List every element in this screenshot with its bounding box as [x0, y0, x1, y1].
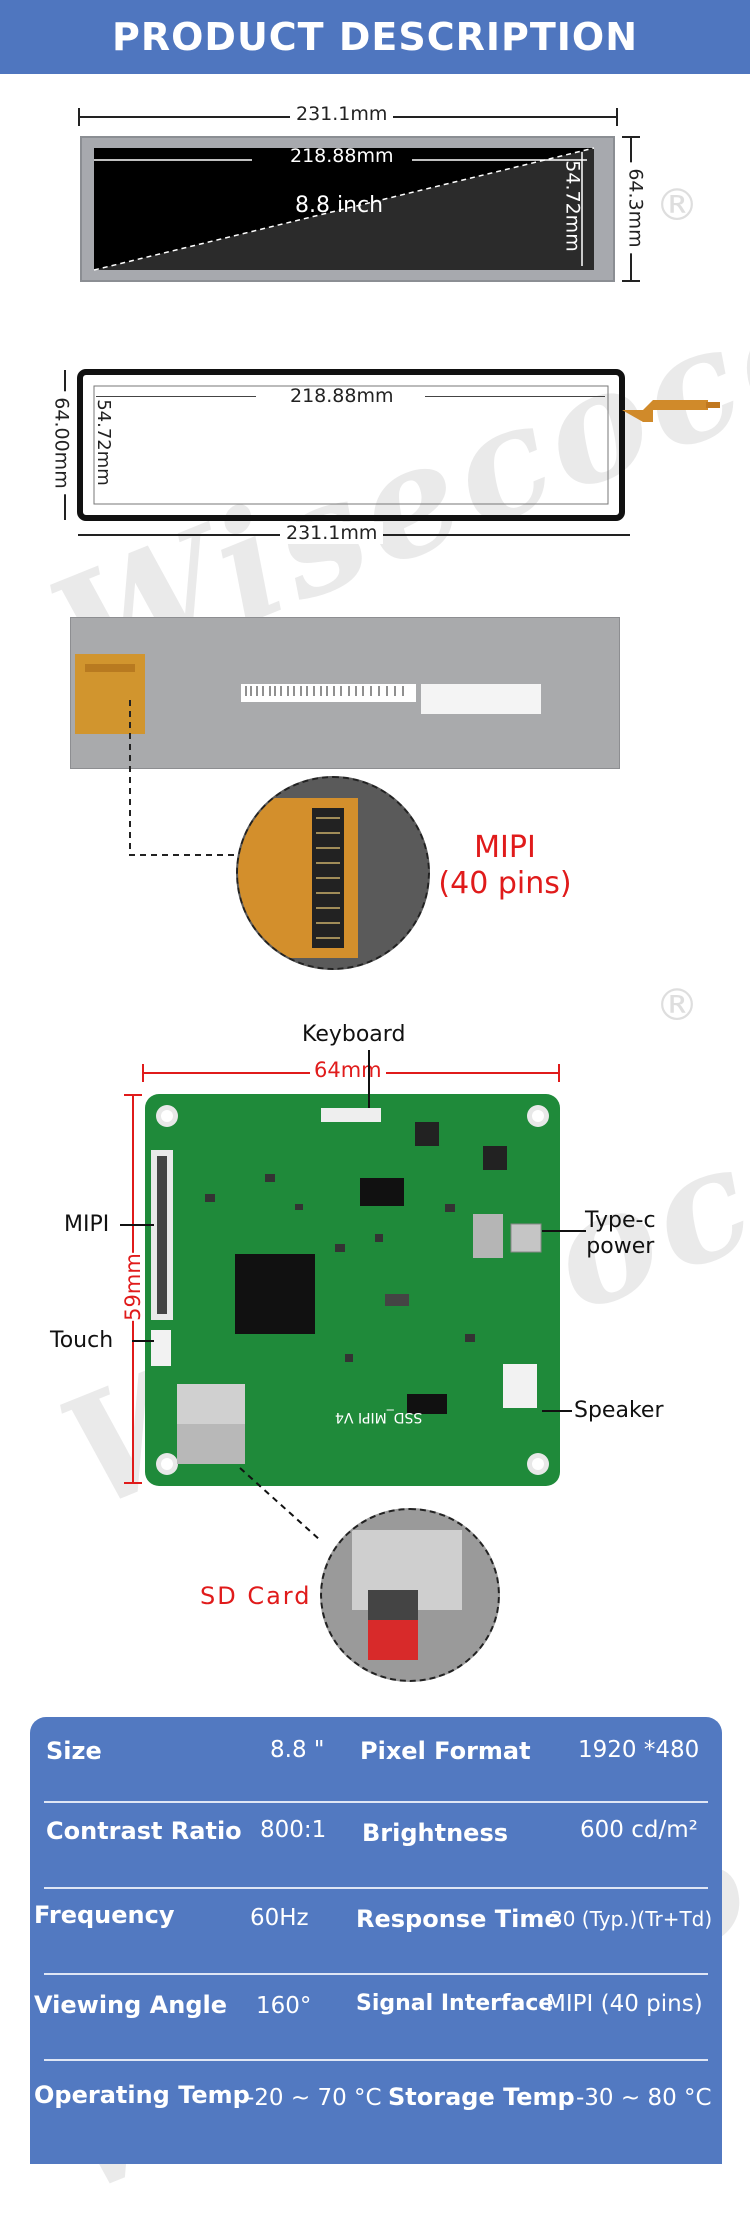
spec-key: Contrast Ratio [46, 1817, 242, 1845]
dimension-tick [616, 108, 618, 126]
spec-value: -20 ~ 70 °C [246, 2085, 382, 2111]
sdcard-label: SD Card [200, 1582, 312, 1610]
spec-row: Size 8.8 " Pixel Format 1920 *480 [30, 1717, 722, 1803]
spec-value: 600 cd/m² [580, 1817, 698, 1843]
row-divider [44, 1973, 708, 1975]
row-divider [44, 2059, 708, 2061]
spec-value: MIPI (40 pins) [546, 1991, 703, 2017]
spec-row: Contrast Ratio 800:1 Brightness 600 cd/m… [30, 1803, 722, 1889]
spec-row: Frequency 60Hz Response Time 30 (Typ.)(T… [30, 1889, 722, 1975]
spec-value: -30 ~ 80 °C [576, 2085, 712, 2111]
dimension-tick [622, 136, 640, 138]
spec-value: 30 (Typ.)(Tr+Td) [550, 1907, 713, 1931]
row-divider [44, 1887, 708, 1889]
spec-key: Viewing Angle [34, 1991, 228, 2019]
dimension-tick [78, 108, 80, 126]
page-title-banner: PRODUCT DESCRIPTION [0, 0, 750, 74]
spec-key: Brightness [362, 1819, 509, 1847]
dimension-tick [622, 280, 640, 282]
outer-width-label: 231.1mm [290, 103, 394, 125]
spec-key: Signal Interface [356, 1991, 554, 2016]
mipi-label: MIPI [64, 1212, 110, 1237]
active-width-label: 218.88mm [290, 145, 394, 167]
spec-key: Operating Temp [34, 2081, 250, 2109]
dimension-tick [558, 1064, 560, 1082]
keyboard-label: Keyboard [302, 1022, 406, 1047]
spec-key: Storage Temp [388, 2083, 575, 2111]
sdcard-callout-line [239, 1467, 321, 1541]
typec-label: Type-c power [585, 1208, 656, 1259]
active-width-label: 218.88mm [290, 385, 394, 407]
dimension-tick [124, 1482, 142, 1484]
speaker-pointer [542, 1410, 572, 1412]
lcd-back [70, 617, 620, 769]
spec-table: Size 8.8 " Pixel Format 1920 *480 Contra… [30, 1717, 722, 2164]
spec-value: 8.8 " [270, 1737, 325, 1763]
connector-zoom-art [238, 798, 358, 958]
dimension-tick [124, 1094, 142, 1096]
speaker-label: Speaker [574, 1398, 664, 1423]
touch-panel-art [77, 369, 720, 521]
dimension-line [96, 396, 256, 397]
connector-callout-line [129, 700, 240, 856]
dimension-tick [142, 1064, 144, 1082]
sdcard-zoom [320, 1508, 500, 1682]
outer-width-label: 231.1mm [280, 522, 384, 544]
lcd-panel [80, 136, 615, 282]
spec-value: 160° [256, 1993, 312, 2019]
spec-key: Frequency [34, 1901, 175, 1929]
diagonal-label: 8.8 inch [295, 193, 384, 218]
registered-mark: ® [655, 980, 699, 1031]
keyboard-pointer [368, 1050, 370, 1108]
spec-key: Size [46, 1737, 102, 1765]
spec-value: 1920 *480 [578, 1737, 700, 1763]
page-title: PRODUCT DESCRIPTION [111, 15, 639, 59]
touch-panel [77, 369, 720, 521]
row-divider [44, 1801, 708, 1803]
spec-key: Pixel Format [360, 1737, 531, 1765]
lcd-back-art [75, 654, 541, 734]
connector-zoom [236, 776, 430, 970]
connector-label: MIPI (40 pins) [438, 830, 572, 901]
typec-pointer [542, 1230, 586, 1232]
spec-row: Operating Temp -20 ~ 70 °C Storage Temp … [30, 2061, 722, 2147]
pcb-board: SSD_MIPI V4 [145, 1094, 560, 1486]
width-dim-label: 64mm [310, 1058, 386, 1082]
registered-mark: ® [655, 180, 699, 231]
dimension-line [425, 396, 605, 397]
spec-key: Response Time [356, 1905, 561, 1933]
mipi-pointer [120, 1224, 154, 1226]
lcd-panel-art [93, 147, 595, 271]
spec-value: 60Hz [250, 1905, 309, 1931]
spec-value: 800:1 [260, 1817, 327, 1843]
pcb-art [151, 1105, 549, 1475]
touch-pointer [132, 1340, 154, 1342]
touch-label: Touch [50, 1328, 114, 1353]
sdcard-zoom-art [352, 1530, 462, 1660]
spec-row: Viewing Angle 160° Signal Interface MIPI… [30, 1975, 722, 2061]
